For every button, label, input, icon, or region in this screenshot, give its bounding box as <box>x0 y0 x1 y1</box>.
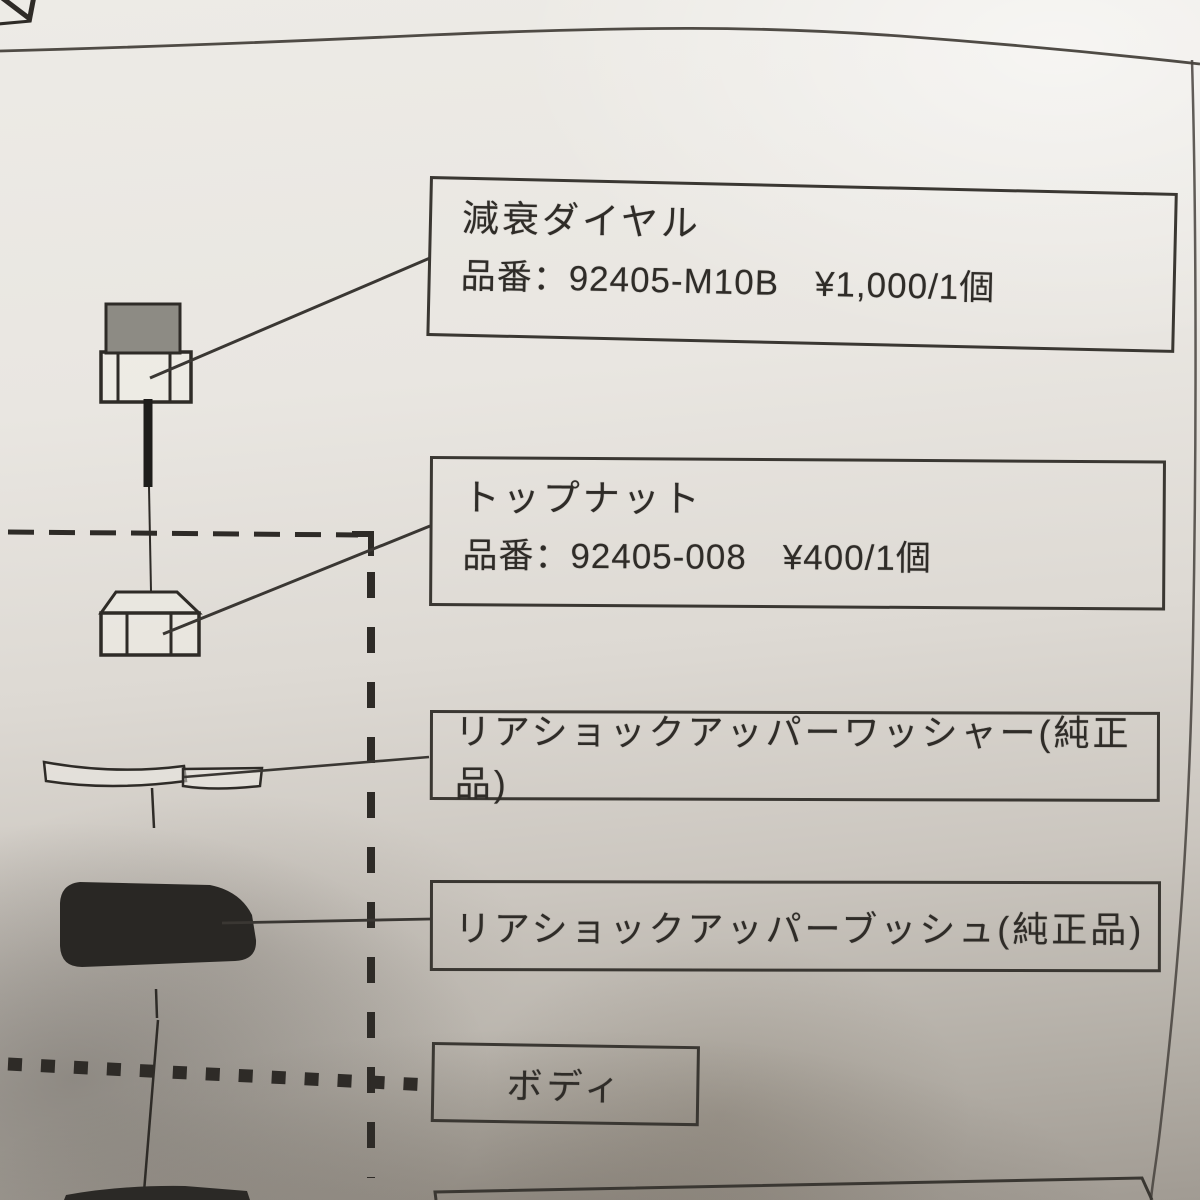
part-number-price: 品番：92405-008 ¥400/1個 <box>462 536 932 579</box>
part-name: トップナット <box>462 477 703 520</box>
upper-washer-drawing <box>42 760 264 829</box>
leader-washer <box>183 755 430 779</box>
damping-dial-drawing <box>99 302 193 592</box>
box-x-mark-icon <box>0 0 36 26</box>
callout-box-top-nut: トップナット 品番：92405-008 ¥400/1個 <box>429 456 1166 611</box>
leader-lines <box>149 256 432 925</box>
callout-box-upper-bush: リアショックアッパーブッシュ(純正品) <box>429 880 1161 973</box>
upper-bush-drawing <box>60 882 257 1193</box>
part-name: 減衰ダイヤル <box>461 197 702 245</box>
paper-edge-line <box>1149 59 1197 1200</box>
callout-box-upper-washer: リアショックアッパーワッシャー(純正品) <box>429 710 1160 804</box>
part-name: リアショックアッパーワッシャー(純正品) <box>454 711 1132 805</box>
leader-bush <box>221 917 432 925</box>
shock-body-drawing <box>64 1185 250 1200</box>
partial-callout-box-6 <box>433 1176 1154 1200</box>
leader-top-nut <box>162 524 431 636</box>
part-name: リアショックアッパーブッシュ(純正品) <box>454 907 1145 950</box>
callout-box-body: ボディ <box>430 1042 700 1127</box>
body-dotted-line <box>7 1057 431 1092</box>
callout-box-damping-dial: 減衰ダイヤル 品番：92405-M10B ¥1,000/1個 <box>426 176 1178 353</box>
part-number-price: 品番：92405-M10B ¥1,000/1個 <box>460 256 996 308</box>
axis-dashed-horizontal <box>7 529 359 538</box>
leader-dial <box>149 256 431 380</box>
top-nut-drawing <box>98 590 203 657</box>
part-name: ボディ <box>506 1065 625 1109</box>
top-rule-line <box>0 26 1200 66</box>
